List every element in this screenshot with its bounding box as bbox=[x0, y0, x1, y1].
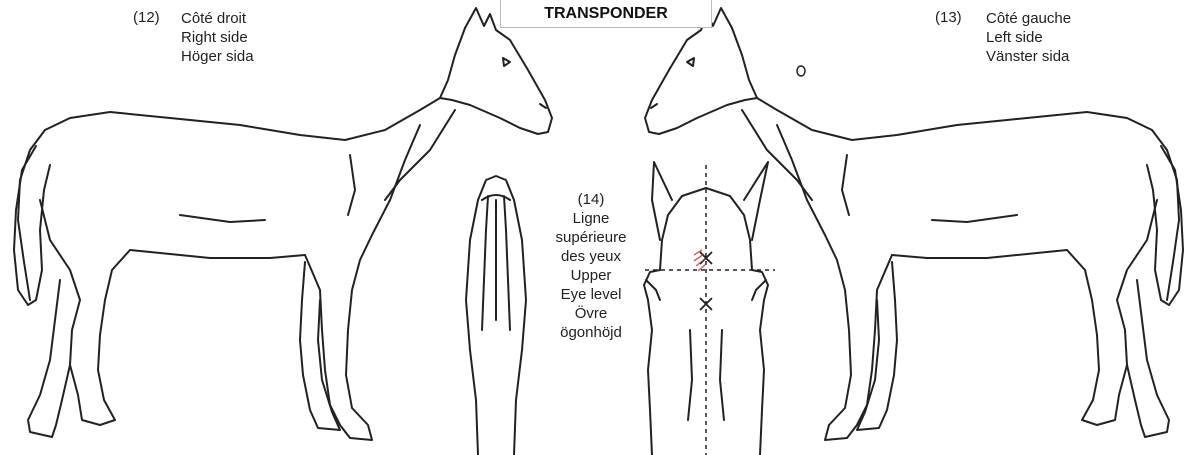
eye-level-line-7: ögonhöjd bbox=[536, 323, 646, 342]
figure-number-right-side: (12) bbox=[133, 9, 160, 26]
label-right-side-sv: Höger sida bbox=[181, 47, 254, 66]
label-right-side-fr: Côté droit bbox=[181, 9, 254, 28]
eye-level-line-6: Övre bbox=[536, 304, 646, 323]
title-transponder: TRANSPONDER bbox=[500, 0, 712, 28]
figure-number-left-side: (13) bbox=[935, 9, 962, 26]
eye-level-line-1: Ligne bbox=[536, 209, 646, 228]
eye-level-line-2: supérieure bbox=[536, 228, 646, 247]
figure-number-eye-level: (14) bbox=[536, 190, 646, 209]
neck-top-view-drawing bbox=[466, 176, 526, 455]
label-eye-level: (14) Ligne supérieure des yeux Upper Eye… bbox=[536, 190, 646, 342]
label-left-side: Côté gauche Left side Vänster sida bbox=[986, 9, 1071, 66]
eye-level-line-5: Eye level bbox=[536, 285, 646, 304]
eye-level-line-4: Upper bbox=[536, 266, 646, 285]
label-left-side-en: Left side bbox=[986, 28, 1071, 47]
lower-mark bbox=[700, 298, 712, 310]
label-right-side-en: Right side bbox=[181, 28, 254, 47]
label-left-side-sv: Vänster sida bbox=[986, 47, 1071, 66]
eye-level-line-3: des yeux bbox=[536, 247, 646, 266]
label-right-side: Côté droit Right side Höger sida bbox=[181, 9, 254, 66]
horse-left-side-drawing bbox=[645, 8, 1183, 440]
horse-right-side-drawing bbox=[14, 8, 552, 440]
label-left-side-fr: Côté gauche bbox=[986, 9, 1071, 28]
